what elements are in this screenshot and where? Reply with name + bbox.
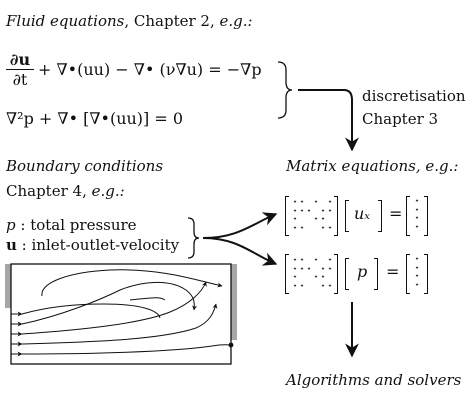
- matrix-entry-star: ⋆: [320, 214, 326, 223]
- boundary-conditions-heading: Boundary conditions: [6, 157, 164, 175]
- matrix-entry-star: ⋆: [306, 205, 312, 215]
- pressure-poisson-equation: ∇²p + ∇• [∇•(uu)] = 0: [6, 109, 184, 128]
- pressure-symbol: p: [6, 216, 16, 234]
- streamlines: [21, 269, 232, 355]
- rhs-right-bracket: [424, 196, 428, 236]
- matrix-entry-star: ⋆: [313, 255, 319, 264]
- rhs-entry-star: ⋆: [414, 262, 420, 272]
- matrix-entry-star: ⋆: [327, 205, 333, 215]
- matrix-entry-star: ⋆: [313, 197, 319, 206]
- rhs-entry-star: ⋆: [414, 221, 420, 231]
- right-wall: [231, 264, 237, 340]
- fluid-eg-text: e.g.:: [219, 12, 253, 30]
- matrix-entry-star: ⋆: [292, 263, 298, 273]
- matrix-right-bracket: [334, 196, 338, 236]
- vector-right-bracket: [378, 200, 382, 232]
- matrix-entry-star: ⋆: [320, 280, 326, 290]
- boundary-to-matrix-arrow-lower: [202, 237, 278, 266]
- matrix-entry-star: ⋆: [292, 197, 298, 206]
- matrix-entry-star: ⋆: [299, 205, 305, 215]
- matrix-entry-star: ⋆: [320, 272, 326, 281]
- boundary-chapter-line: Chapter 4, e.g.:: [6, 182, 125, 200]
- discretisation-label: discretisation: [362, 87, 466, 105]
- matrix-entry-star: ⋆: [327, 197, 333, 206]
- matrix-heading-text: Matrix equations,: [286, 157, 426, 175]
- momentum-equation-rest: + ∇•(uu) − ∇• (ν∇u) = −∇p: [38, 60, 262, 79]
- rhs-entry-star: ⋆: [414, 271, 420, 280]
- fraction-numerator: ∂u: [9, 50, 31, 69]
- matrix-right-bracket: [334, 254, 338, 294]
- boundary-chapter-text: Chapter 4,: [6, 182, 92, 200]
- matrix-equations-heading: Matrix equations, e.g.:: [286, 157, 458, 175]
- fluid-heading-text: Fluid equations: [6, 12, 125, 30]
- matrix-entry-star: ⋆: [299, 197, 305, 206]
- matrix-entry-star: ⋆: [313, 214, 319, 223]
- matrix-entry-star: ⋆: [292, 272, 298, 281]
- matrix-entry-star: ⋆: [327, 222, 333, 232]
- rhs-right-bracket: [424, 254, 428, 294]
- matrix-entry-star: ⋆: [292, 255, 298, 264]
- unknown-vector-ux: uₓ: [354, 204, 370, 223]
- matrix-entry-star: ⋆: [306, 263, 312, 273]
- matrix-entry-star: ⋆: [320, 205, 326, 215]
- matrix-entry-star: ⋆: [292, 280, 298, 290]
- rhs-left-bracket: [406, 196, 410, 236]
- velocity-bc-line: u : inlet-outlet-velocity: [6, 236, 179, 254]
- discretisation-chapter: Chapter 3: [362, 110, 439, 128]
- matrix-left-bracket: [285, 254, 289, 294]
- momentum-time-derivative: ∂u ∂t: [6, 51, 34, 88]
- left-wall: [5, 264, 11, 308]
- matrix-entry-star: ⋆: [292, 205, 298, 215]
- pressure-bc-line: p : total pressure: [6, 216, 137, 234]
- velocity-description: : inlet-outlet-velocity: [16, 236, 180, 254]
- outlet-point: [228, 342, 234, 348]
- matrix-entry-star: ⋆: [327, 263, 333, 273]
- rhs-left-bracket: [406, 254, 410, 294]
- boundary-conditions-brace: [187, 217, 200, 259]
- discretisation-arrow: [298, 89, 359, 152]
- vector-left-bracket: [345, 200, 349, 232]
- equals-sign: =: [389, 204, 403, 223]
- matrix-entry-star: ⋆: [320, 222, 326, 232]
- matrix-entry-star: ⋆: [292, 214, 298, 223]
- matrix-entry-star: ⋆: [299, 280, 305, 290]
- rhs-entry-star: ⋆: [414, 254, 420, 263]
- rhs-entry-star: ⋆: [414, 279, 420, 289]
- algorithms-and-solvers: Algorithms and solvers: [286, 371, 462, 389]
- fluid-equations-heading: Fluid equations, Chapter 2, e.g.:: [6, 12, 253, 30]
- domain-outline: [10, 263, 232, 365]
- fluid-equations-brace: [277, 61, 293, 119]
- boundary-eg-text: e.g.:: [91, 182, 125, 200]
- matrix-entry-star: ⋆: [299, 263, 305, 273]
- rhs-entry-star: ⋆: [414, 213, 420, 222]
- matrix-entry-star: ⋆: [320, 263, 326, 273]
- boundary-to-matrix-arrow-upper: [202, 212, 278, 239]
- matrix-entry-star: ⋆: [327, 280, 333, 290]
- matrix-entry-star: ⋆: [313, 272, 319, 281]
- flow-domain-sketch: [5, 263, 237, 365]
- pressure-description: : total pressure: [15, 216, 137, 234]
- unknown-vector-p: p: [357, 262, 368, 281]
- rhs-entry-star: ⋆: [414, 204, 420, 214]
- vector-right-bracket: [374, 258, 378, 290]
- matrix-entry-star: ⋆: [327, 255, 333, 264]
- velocity-symbol: u: [6, 236, 17, 254]
- rhs-entry-star: ⋆: [414, 196, 420, 205]
- matrix-entry-star: ⋆: [292, 222, 298, 232]
- inlet-arrows: [11, 311, 23, 357]
- matrix-entry-star: ⋆: [299, 255, 305, 264]
- fluid-chapter-text: , Chapter 2,: [124, 12, 220, 30]
- fraction-denominator: ∂t: [12, 70, 28, 89]
- matrix-left-bracket: [285, 196, 289, 236]
- matrix-entry-star: ⋆: [299, 222, 305, 232]
- vector-left-bracket: [345, 258, 349, 290]
- matrix-eg-text: e.g.:: [425, 157, 459, 175]
- equals-sign: =: [386, 262, 400, 281]
